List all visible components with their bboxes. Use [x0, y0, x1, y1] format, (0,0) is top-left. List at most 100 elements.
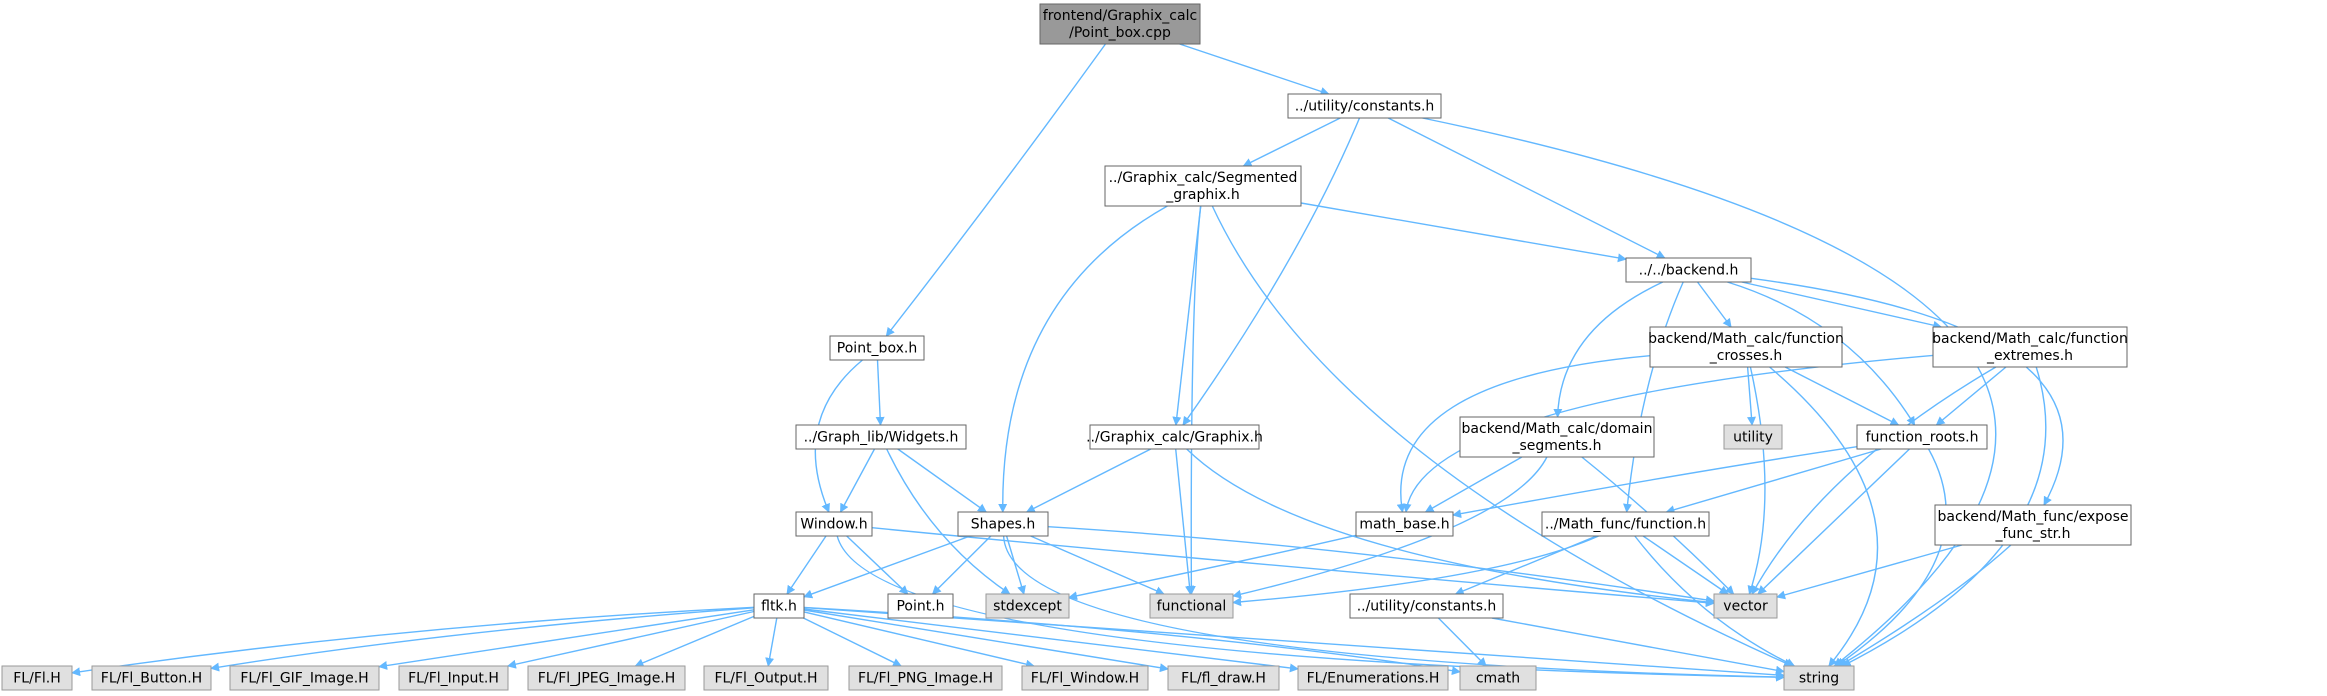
node-label-crosses-line-0: backend/Math_calc/function	[1648, 331, 1844, 347]
edge-roots-to-vector	[1757, 448, 1910, 595]
edge-widgets-to-window	[839, 448, 876, 513]
edge-segmented-to-string	[1211, 205, 1793, 667]
node-widgets[interactable]: ../Graph_lib/Widgets.h	[795, 424, 967, 450]
edge-constants-to-string	[1422, 117, 1997, 667]
edge-pointbox-to-widgets	[875, 359, 885, 426]
node-label-stdexcept-line-0: stdexcept	[993, 599, 1062, 615]
edge-shapes-to-fltk	[803, 535, 971, 599]
node-label-domain-line-0: backend/Math_calc/domain	[1462, 421, 1653, 437]
node-stdexcept: stdexcept	[985, 593, 1070, 619]
node-label-flbutton-line-0: FL/Fl_Button.H	[101, 671, 202, 687]
node-fltk[interactable]: fltk.h	[753, 593, 805, 619]
node-box-domain	[1459, 416, 1655, 458]
edge-extremes-to-vector	[1751, 366, 1997, 595]
node-box-extremes	[1932, 326, 2128, 368]
node-label-utility-line-0: utility	[1733, 430, 1773, 446]
node-box-mathbase	[1355, 511, 1454, 537]
node-box-functional	[1149, 593, 1234, 619]
node-label-widgets-line-0: ../Graph_lib/Widgets.h	[804, 430, 959, 446]
node-box-fltk	[753, 593, 805, 619]
node-segmented[interactable]: ../Graphix_calc/Segmented_graphix.h	[1104, 165, 1302, 207]
node-backend[interactable]: ../../backend.h	[1625, 257, 1752, 283]
edge-roots-to-mathbase	[1452, 446, 1858, 519]
edge-window-to-pointh	[846, 535, 909, 595]
node-box-fldraw	[1167, 665, 1280, 691]
edge-fltk-to-flwindow	[803, 611, 1035, 669]
edge-graphix-to-functional	[1175, 448, 1194, 595]
edge-backend-to-domain	[1553, 281, 1664, 418]
node-box-graphix	[1089, 424, 1260, 450]
edge-backend-to-function	[1623, 281, 1684, 513]
edge-function-to-constants2	[1454, 535, 1597, 596]
node-shapes[interactable]: Shapes.h	[957, 511, 1049, 537]
edge-function-to-string	[1634, 535, 1796, 667]
node-constants2[interactable]: ../utility/constants.h	[1349, 593, 1504, 619]
node-string: string	[1783, 665, 1855, 691]
node-label-pointh-line-0: Point.h	[896, 599, 944, 615]
edge-function-to-vector	[1642, 535, 1729, 595]
node-label-mathbase-line-0: math_base.h	[1359, 517, 1449, 533]
node-flbutton: FL/Fl_Button.H	[91, 665, 212, 691]
node-floutput: FL/Fl_Output.H	[703, 665, 829, 691]
node-label-string-line-0: string	[1799, 671, 1839, 687]
edge-fltk-to-flpng	[803, 617, 902, 667]
node-expose[interactable]: backend/Math_func/expose_func_str.h	[1934, 504, 2132, 546]
node-functional: functional	[1149, 593, 1234, 619]
edge-crosses-to-vector	[1747, 366, 1766, 595]
edge-constants2-to-string	[1491, 617, 1785, 675]
node-domain[interactable]: backend/Math_calc/domain_segments.h	[1459, 416, 1655, 458]
edge-shapes-to-vector	[1047, 526, 1715, 605]
node-box-flinput	[398, 665, 509, 691]
edge-mathbase-to-stdexcept	[1068, 534, 1357, 601]
node-box-expose	[1934, 504, 2132, 546]
node-label-functional-line-0: functional	[1157, 599, 1227, 615]
node-box-flfl	[1, 665, 73, 691]
edge-shapes-to-pointh	[931, 535, 992, 595]
node-flenum: FL/Enumerations.H	[1297, 665, 1449, 691]
edge-fltk-to-floutput	[765, 617, 778, 667]
nodes-layer: frontend/Graphix_calc/Point_box.cpp../ut…	[1, 3, 2132, 691]
node-mathbase[interactable]: math_base.h	[1355, 511, 1454, 537]
node-box-segmented	[1104, 165, 1302, 207]
node-box-roots	[1856, 424, 1988, 450]
node-graphix[interactable]: ../Graphix_calc/Graphix.h	[1086, 424, 1263, 450]
node-label-function-line-0: ../Math_func/function.h	[1545, 517, 1706, 533]
node-box-flenum	[1297, 665, 1449, 691]
node-extremes[interactable]: backend/Math_calc/function_extremes.h	[1932, 326, 2128, 368]
node-box-constants	[1287, 93, 1442, 119]
edge-window-to-fltk	[786, 535, 827, 595]
edge-fltk-to-flgif	[378, 609, 755, 670]
edge-crosses-to-utility	[1746, 366, 1756, 426]
node-pointbox[interactable]: Point_box.h	[829, 335, 925, 361]
node-window[interactable]: Window.h	[795, 511, 873, 537]
edge-window-to-string	[836, 535, 1785, 682]
node-box-widgets	[795, 424, 967, 450]
edge-segmented-to-shapes	[998, 205, 1168, 513]
node-label-cmath-line-0: cmath	[1476, 671, 1520, 687]
node-label-backend-line-0: ../../backend.h	[1639, 263, 1739, 279]
node-box-flpng	[848, 665, 1003, 691]
edge-root-to-pointbox	[885, 43, 1107, 337]
node-label-flpng-line-0: FL/Fl_PNG_Image.H	[858, 671, 993, 687]
edge-shapes-to-stdexcept	[1005, 535, 1026, 595]
node-label-constants2-line-0: ../utility/constants.h	[1357, 599, 1497, 615]
node-label-fljpeg-line-0: FL/Fl_JPEG_Image.H	[538, 671, 676, 687]
node-box-flgif	[229, 665, 380, 691]
node-box-pointbox	[829, 335, 925, 361]
node-function[interactable]: ../Math_func/function.h	[1541, 511, 1710, 537]
node-box-shapes	[957, 511, 1049, 537]
node-box-string	[1783, 665, 1855, 691]
edge-root-to-constants	[1179, 43, 1330, 96]
node-crosses[interactable]: backend/Math_calc/function_crosses.h	[1648, 326, 1844, 368]
node-flinput: FL/Fl_Input.H	[398, 665, 509, 691]
node-roots[interactable]: function_roots.h	[1856, 424, 1988, 450]
node-label-graphix-line-0: ../Graphix_calc/Graphix.h	[1086, 430, 1263, 446]
node-flwindow: FL/Fl_Window.H	[1021, 665, 1149, 691]
node-fldraw: FL/fl_draw.H	[1167, 665, 1280, 691]
edge-fltk-to-fldraw	[803, 609, 1169, 673]
node-constants[interactable]: ../utility/constants.h	[1287, 93, 1442, 119]
node-label-extremes-line-0: backend/Math_calc/function	[1932, 331, 2128, 347]
node-pointh[interactable]: Point.h	[887, 593, 954, 619]
edge-crosses-to-string	[1769, 366, 1879, 667]
node-label-flenum-line-0: FL/Enumerations.H	[1307, 671, 1440, 687]
